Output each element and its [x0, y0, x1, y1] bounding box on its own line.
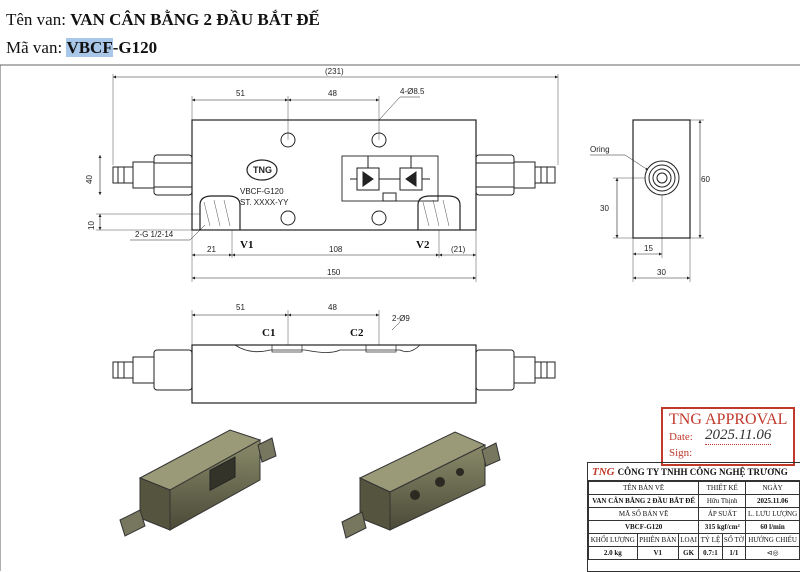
- company-logo: TNG: [592, 465, 615, 478]
- cell-designer: Hữu Thịnh: [698, 494, 747, 508]
- model-engraving: VBCF-G120: [240, 187, 284, 196]
- side-view: [590, 119, 704, 282]
- label-c2: C2: [350, 327, 364, 339]
- oring-label: Oring: [590, 145, 610, 154]
- label-v2: V2: [416, 239, 430, 251]
- cell-mass: 2.0 kg: [588, 546, 638, 560]
- port-note: 2-G 1/2-14: [135, 230, 174, 239]
- top-view: [112, 310, 556, 404]
- dim-15: 15: [644, 244, 653, 253]
- cell-type-label: LOẠI: [677, 533, 700, 547]
- cell-date: 2025.11.06: [745, 494, 800, 508]
- dim-21-left: 21: [207, 245, 216, 254]
- label-c1: C1: [262, 327, 275, 339]
- cell-projection-label: HƯỚNG CHIẾU: [745, 533, 800, 547]
- valve-name-value: VAN CÂN BẰNG 2 ĐẦU BẮT ĐẾ: [70, 10, 320, 29]
- serial-engraving: ST. XXXX-YY: [240, 198, 289, 207]
- cell-date-label: NGÀY: [745, 481, 800, 495]
- projection-symbol-icon: ⊲◎: [745, 546, 800, 560]
- dim-30-horizontal: 30: [657, 268, 666, 277]
- dim-40: 40: [85, 175, 94, 184]
- title-table: TÊN BẢN VẼ THIẾT KẾ NGÀY VAN CÂN BẰNG 2 …: [587, 481, 800, 560]
- valve-code-highlight: VBCF: [66, 38, 113, 57]
- dim-150: 150: [327, 268, 341, 277]
- dim-30-vertical: 30: [600, 204, 609, 213]
- approval-stamp: TNG APPROVAL Date: 2025.11.06 Sign:: [661, 407, 795, 466]
- iso-render-right: [341, 431, 501, 539]
- valve-code-label: Mã van:: [6, 38, 63, 57]
- company-name: CÔNG TY TNHH CÔNG NGHỆ TRƯƠNG: [617, 466, 788, 477]
- front-view: [96, 74, 559, 282]
- cell-drawing-name: VAN CÂN BẰNG 2 ĐẦU BẮT ĐẾ: [587, 494, 700, 508]
- dim-10: 10: [87, 221, 96, 230]
- cell-mass-label: KHỐI LƯỢNG: [588, 533, 638, 547]
- dim-51: 51: [236, 89, 245, 98]
- valve-code-rest: -G120: [112, 38, 158, 57]
- cell-designer-label: THIẾT KẾ: [698, 481, 747, 495]
- cell-sheet-label: SỐ TỜ: [721, 533, 747, 547]
- approval-date-value: 2025.11.06: [705, 427, 772, 445]
- dim-108: 108: [329, 245, 343, 254]
- valve-code-line: Mã van: VBCF-G120: [6, 38, 157, 58]
- holes-note: 4-Ø8.5: [400, 87, 425, 96]
- cell-drawing-no: VBCF-G120: [587, 520, 700, 534]
- cell-pressure-label: ÁP SUẤT: [698, 507, 747, 521]
- title-block: TNG CÔNG TY TNHH CÔNG NGHỆ TRƯƠNG TÊN BẢ…: [587, 462, 800, 572]
- dim-total: (231): [325, 67, 344, 76]
- iso-render-left: [119, 429, 277, 537]
- cell-version: V1: [636, 546, 679, 560]
- top-holes-note: 2-Ø9: [392, 314, 410, 323]
- approval-title: TNG APPROVAL: [669, 411, 788, 428]
- cell-type: GK: [677, 546, 700, 560]
- dim-48: 48: [328, 89, 337, 98]
- approval-sign-label: Sign:: [669, 447, 693, 459]
- dim-21-right: (21): [451, 245, 466, 254]
- cell-drawing-name-label: TÊN BẢN VẼ: [587, 481, 700, 495]
- cell-version-label: PHIÊN BẢN: [636, 533, 679, 547]
- cell-sheet: 1/1: [721, 546, 747, 560]
- company-row: TNG CÔNG TY TNHH CÔNG NGHỆ TRƯƠNG: [588, 463, 800, 481]
- cell-flow: 60 l/min: [745, 520, 800, 534]
- top-dim-51: 51: [236, 303, 245, 312]
- cell-flow-label: L. LƯU LƯỢNG: [745, 507, 800, 521]
- valve-name-label: Tên van:: [6, 10, 66, 29]
- cell-scale: 0.7:1: [698, 546, 723, 560]
- cell-pressure: 315 kgf/cm²: [698, 520, 747, 534]
- cell-scale-label: TỶ LỆ: [698, 533, 723, 547]
- tng-logo: TNG: [253, 165, 272, 175]
- cell-drawing-no-label: MÃ SỐ BẢN VẼ: [587, 507, 700, 521]
- approval-date-label: Date:: [669, 431, 693, 443]
- label-v1: V1: [240, 239, 253, 251]
- valve-name-line: Tên van: VAN CÂN BẰNG 2 ĐẦU BẮT ĐẾ: [6, 10, 320, 30]
- dim-60: 60: [701, 175, 710, 184]
- top-dim-48: 48: [328, 303, 337, 312]
